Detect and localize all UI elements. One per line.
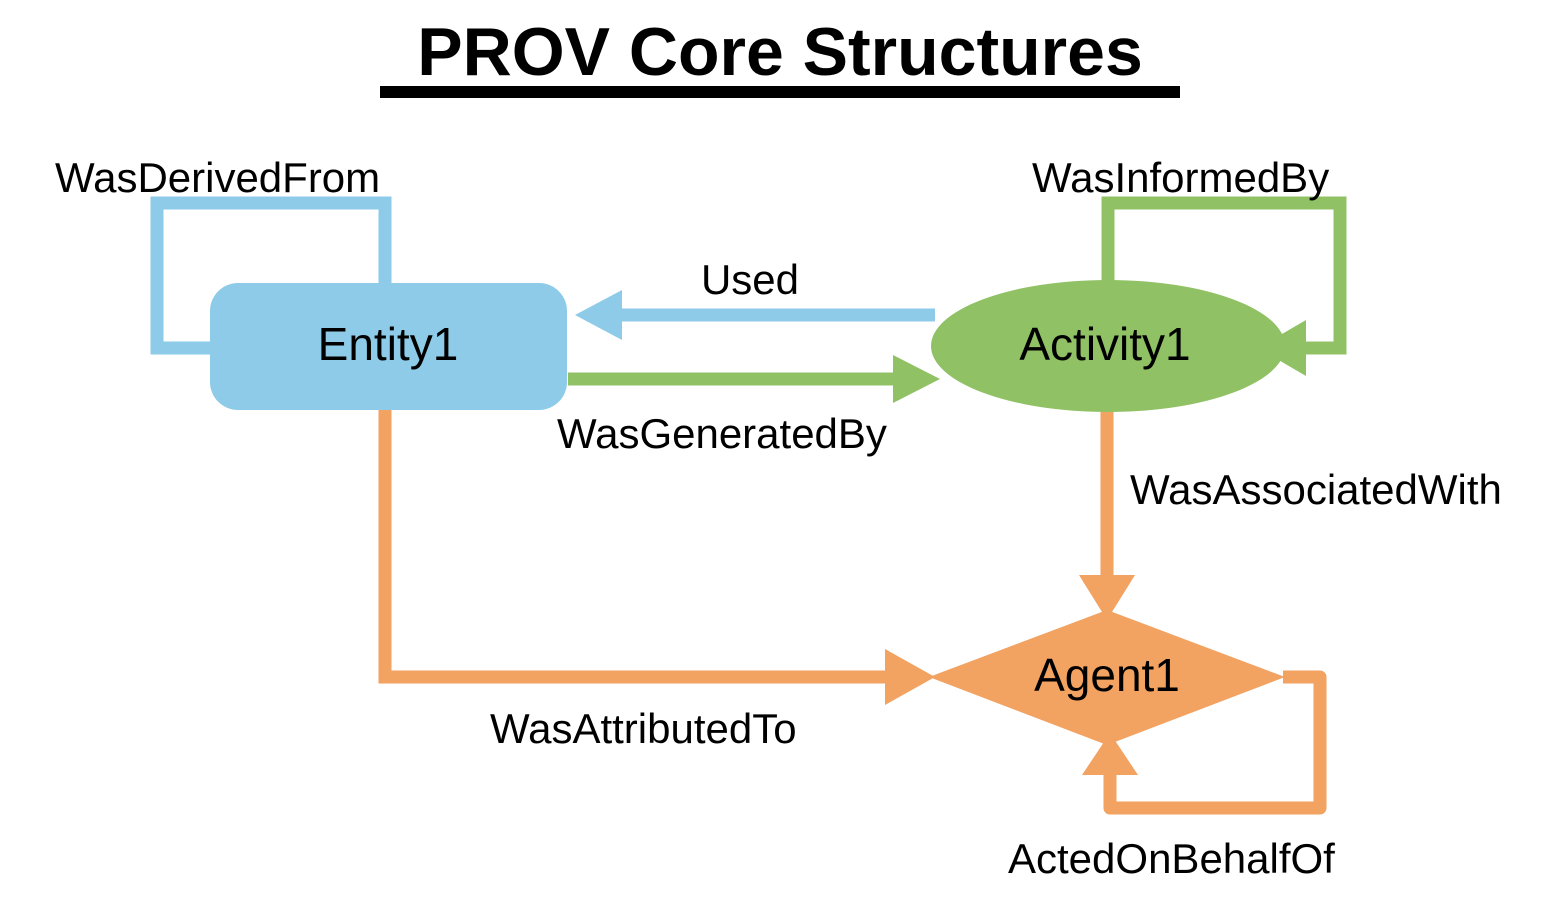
agent1-shape: [929, 610, 1285, 745]
node-activity1[interactable]: Activity1: [931, 280, 1285, 412]
wasattributedto-arrowhead: [885, 649, 935, 705]
page-title: PROV Core Structures: [417, 14, 1143, 90]
used-arrowhead: [575, 290, 622, 340]
edge-used[interactable]: Used: [575, 256, 935, 340]
edge-label-wasattributedto: WasAttributedTo: [490, 705, 797, 752]
edge-label-wasderivedfrom: WasDerivedFrom: [55, 154, 380, 201]
edge-label-actedonbehalfof: ActedOnBehalfOf: [1008, 835, 1335, 882]
edge-label-wasassociatedwith: WasAssociatedWith: [1130, 466, 1502, 513]
wasassociatedwith-arrowhead: [1079, 575, 1135, 620]
activity1-label: Activity1: [1019, 318, 1190, 370]
node-agent1[interactable]: Agent1: [929, 610, 1285, 745]
entity1-shape: [210, 283, 567, 410]
edge-wasgeneratedby[interactable]: WasGeneratedBy: [557, 355, 940, 457]
actedonbehalfof-arrowhead: [1082, 733, 1138, 775]
edge-label-wasgeneratedby: WasGeneratedBy: [557, 410, 887, 457]
wasattributedto-path: [378, 408, 890, 684]
edge-actedonbehalfof[interactable]: ActedOnBehalfOf: [1008, 670, 1335, 882]
wasinformedby-path: [1101, 196, 1347, 355]
wasgeneratedby-arrowhead: [893, 355, 940, 403]
entity1-label: Entity1: [318, 318, 459, 370]
actedonbehalfof-path: [1103, 670, 1327, 815]
wasderivedfrom-path: [150, 196, 392, 355]
edge-label-used: Used: [701, 256, 799, 303]
edge-wasassociatedwith[interactable]: WasAssociatedWith: [1079, 410, 1502, 620]
agent1-label: Agent1: [1034, 649, 1180, 701]
activity1-shape: [931, 280, 1285, 412]
title-underline: [380, 86, 1180, 98]
edge-label-wasinformedby: WasInformedBy: [1032, 154, 1329, 201]
edge-wasattributedto[interactable]: WasAttributedTo: [378, 408, 935, 752]
node-entity1[interactable]: Entity1: [210, 283, 567, 410]
